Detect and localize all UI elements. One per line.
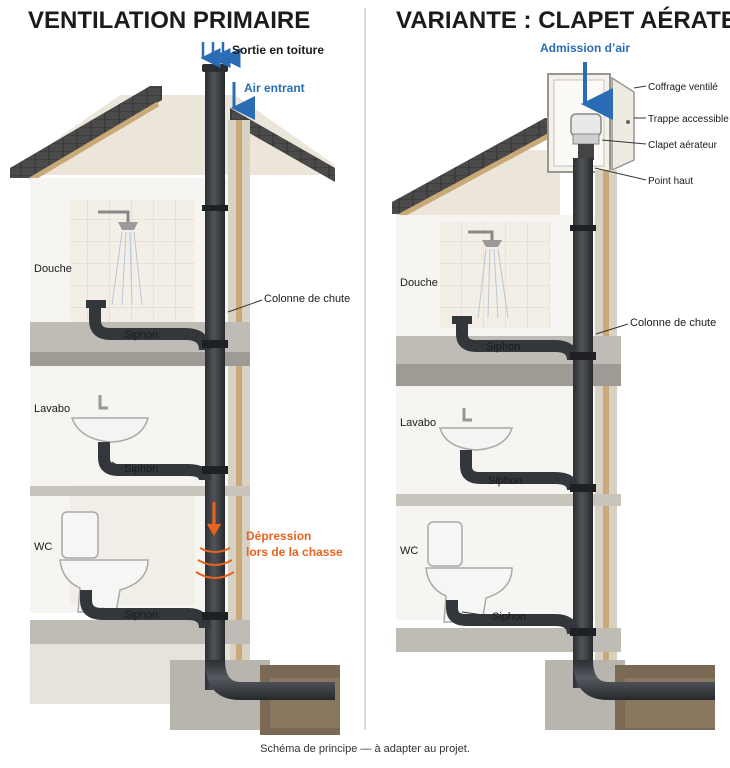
depression-waves [195, 502, 235, 579]
right-basin-label: Lavabo [400, 417, 436, 429]
right-siphon-label-shower: Siphon [486, 341, 520, 353]
depression-label-line1: Dépression [246, 529, 311, 543]
basin-label: Lavabo [34, 403, 70, 415]
high-point-label: Point haut [648, 176, 693, 187]
valve-label: Clapet aérateur [648, 140, 718, 151]
right-panel [392, 62, 715, 730]
right-siphon-label-basin: Siphon [488, 475, 522, 487]
access-hatch-label: Trappe accessible [648, 114, 729, 125]
left-title: VENTILATION PRIMAIRE [28, 7, 310, 34]
shower-head-icon [98, 210, 143, 306]
right-shower-label: Douche [400, 277, 438, 289]
right-roof [392, 118, 560, 219]
right-title: VARIANTE : CLAPET AÉRATEUR [396, 6, 730, 34]
right-siphon-label-wc: Siphon [492, 611, 526, 623]
right-stack-pipe [573, 158, 593, 688]
shower-label: Douche [34, 263, 72, 275]
left-leader-lines [101, 299, 263, 615]
stack-label: Colonne de chute [264, 293, 350, 305]
right-stack-label: Colonne de chute [630, 317, 716, 329]
siphon-label-wc: Siphon [124, 609, 158, 621]
siphon-label-basin: Siphon [124, 463, 158, 475]
left-stack-pipe [205, 68, 225, 690]
depression-label-line2: lors de la chasse [246, 545, 343, 559]
right-wc-label: WC [400, 545, 418, 557]
right-shower-head-icon [468, 230, 509, 319]
right-leader-lines [461, 85, 647, 617]
left-drain-pipes [80, 64, 335, 700]
right-floor-2 [396, 494, 621, 506]
right-basin-icon [438, 408, 514, 451]
left-roof [10, 86, 335, 183]
ventilated-box-label: Coffrage ventilé [648, 82, 718, 93]
footer-note: Schéma de principe — à adapter au projet… [260, 743, 470, 755]
roof-exit-label: Sortie en toiture [232, 43, 324, 57]
air-in-label: Air entrant [244, 81, 305, 95]
access-hatch [611, 76, 635, 172]
left-panel [10, 42, 340, 735]
wc-label: WC [34, 541, 52, 553]
siphon-label-shower: Siphon [124, 329, 158, 341]
left-roof-exit-arrows [200, 42, 241, 68]
right-drain-pipes [446, 158, 715, 700]
left-floor-2 [30, 486, 250, 496]
air-admission-label: Admission d’air [540, 41, 630, 55]
basin-icon [70, 395, 149, 443]
